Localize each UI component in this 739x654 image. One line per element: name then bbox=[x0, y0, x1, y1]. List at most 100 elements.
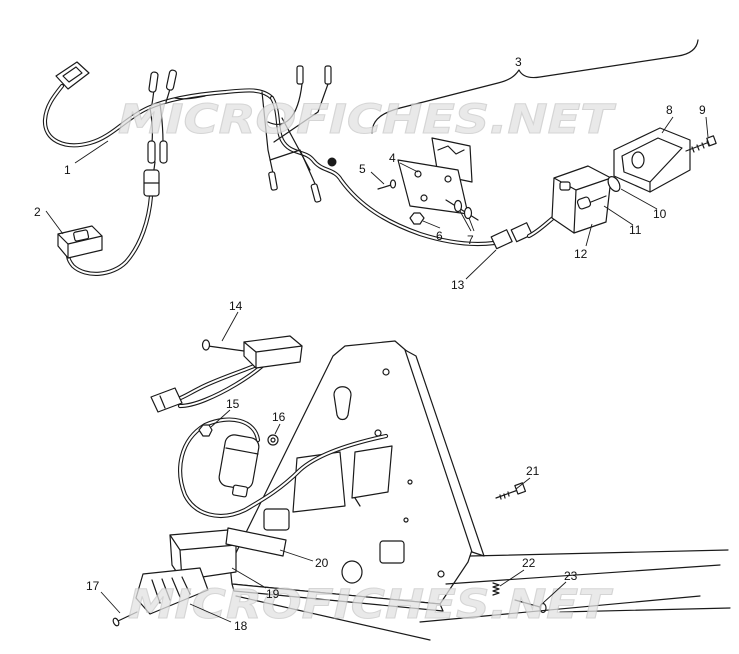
switch-rocker bbox=[73, 229, 90, 242]
callout-23-leader bbox=[542, 581, 567, 604]
panel-bottom-flange bbox=[231, 583, 444, 612]
group-brace bbox=[371, 39, 699, 134]
box-wire-b-fill bbox=[179, 365, 263, 407]
ignition-components bbox=[150, 335, 386, 516]
bolt-head bbox=[514, 482, 527, 495]
floor-line-4 bbox=[235, 595, 431, 641]
cluster-connector-1 bbox=[296, 65, 304, 85]
branch-wire-a bbox=[149, 107, 153, 143]
panel-hole-1 bbox=[382, 368, 390, 376]
lamp-bolt-threads bbox=[691, 140, 710, 153]
nut bbox=[409, 212, 425, 225]
floor-line-1 bbox=[469, 549, 729, 557]
regulator-assembly bbox=[112, 527, 287, 627]
plate-hole-3 bbox=[420, 194, 428, 202]
mount-bracket-notch bbox=[437, 145, 465, 155]
panel-hole-4 bbox=[403, 517, 409, 523]
cdi-box bbox=[243, 335, 303, 369]
callout-21: 21 bbox=[526, 464, 540, 478]
cluster-wire-1 bbox=[261, 91, 275, 179]
cluster-wire-5 bbox=[281, 117, 311, 171]
lamp-bolt-head bbox=[706, 135, 717, 147]
plug-connector bbox=[150, 387, 183, 413]
ignition-coil bbox=[218, 434, 260, 490]
callout-15: 15 bbox=[226, 397, 240, 411]
lamp-housing bbox=[613, 127, 691, 193]
harness-plug-face bbox=[62, 66, 83, 83]
callout-10-leader bbox=[620, 188, 658, 210]
callout-16: 16 bbox=[272, 410, 286, 424]
callout-23: 23 bbox=[564, 569, 578, 583]
floor-line-3 bbox=[419, 595, 701, 623]
cluster-wire-2 bbox=[267, 83, 303, 125]
callout-1: 1 bbox=[64, 163, 71, 177]
callout-13-leader bbox=[465, 249, 497, 280]
wire-harness bbox=[45, 61, 494, 274]
callout-8: 8 bbox=[666, 103, 673, 117]
callout-20-leader bbox=[279, 549, 314, 562]
rectifier bbox=[135, 567, 209, 615]
callout-6: 6 bbox=[436, 229, 443, 243]
switch-body bbox=[57, 225, 103, 259]
cdi-bolt-shank bbox=[207, 345, 245, 352]
callout-6-leader bbox=[422, 220, 441, 229]
bulb bbox=[607, 176, 621, 192]
screw-shank-23 bbox=[514, 599, 541, 608]
spacer-strip bbox=[225, 527, 287, 557]
screw-shank bbox=[377, 184, 392, 190]
switch bbox=[57, 225, 103, 259]
screw-head bbox=[389, 179, 397, 189]
bullet-connector-4 bbox=[159, 140, 168, 164]
callout-9: 9 bbox=[699, 103, 706, 117]
washer-1 bbox=[453, 199, 463, 213]
ground-terminal bbox=[327, 157, 337, 167]
callout-18: 18 bbox=[234, 619, 248, 633]
harness-plug-connector bbox=[55, 61, 90, 90]
bolt-threads bbox=[499, 491, 510, 500]
callout-19-leader bbox=[231, 567, 267, 589]
callout-13: 13 bbox=[451, 278, 465, 292]
callout-labels: 1 2 3 4 5 6 7 8 9 10 11 12 13 14 15 16 1… bbox=[34, 55, 706, 633]
spring bbox=[492, 582, 500, 596]
callout-12: 12 bbox=[574, 247, 588, 261]
lamp-lens-recess bbox=[621, 137, 683, 183]
connector-housing-a bbox=[490, 229, 513, 250]
cluster-wire-3 bbox=[273, 83, 329, 143]
rectifier-screw-head bbox=[112, 617, 120, 627]
callout-5-leader bbox=[370, 171, 385, 185]
callout-7: 7 bbox=[467, 233, 474, 247]
callout-4-leader bbox=[399, 162, 419, 173]
panel-round-hole bbox=[341, 560, 363, 584]
callout-22: 22 bbox=[522, 556, 536, 570]
callout-2-leader bbox=[45, 210, 64, 235]
callout-18-leader bbox=[189, 603, 232, 623]
callout-8-leader bbox=[661, 116, 674, 134]
callout-16-leader bbox=[274, 423, 281, 435]
lamp-connector bbox=[490, 212, 561, 250]
connector-housing-b bbox=[510, 222, 533, 243]
callout-21-leader bbox=[515, 477, 531, 490]
callout-5: 5 bbox=[359, 162, 366, 176]
callout-1-leader bbox=[74, 140, 109, 164]
callout-22-leader bbox=[499, 569, 525, 587]
callout-20: 20 bbox=[315, 556, 329, 570]
callout-14-leader bbox=[221, 311, 239, 342]
license-bracket-assembly bbox=[377, 137, 479, 225]
callout-7-leader-b bbox=[468, 217, 475, 232]
watermark-bottom: MICROFICHES.NET bbox=[128, 582, 613, 628]
mounting-panel bbox=[229, 340, 485, 612]
callout-3: 3 bbox=[515, 55, 522, 69]
box-wire-b-outline bbox=[180, 366, 262, 406]
ignition-coil-tab bbox=[231, 484, 249, 498]
panel-window-1 bbox=[263, 508, 290, 531]
coil-washer-hole bbox=[270, 437, 276, 443]
floor-lines bbox=[235, 549, 731, 641]
callout-17-leader bbox=[100, 591, 121, 614]
callout-15-leader bbox=[210, 409, 231, 428]
panel-hole-3 bbox=[407, 479, 413, 485]
callout-11-leader bbox=[603, 205, 634, 226]
callout-19: 19 bbox=[266, 587, 280, 601]
plate-hole-1 bbox=[414, 170, 422, 178]
rectifier-fins bbox=[151, 576, 191, 604]
coil-washer bbox=[267, 434, 279, 446]
